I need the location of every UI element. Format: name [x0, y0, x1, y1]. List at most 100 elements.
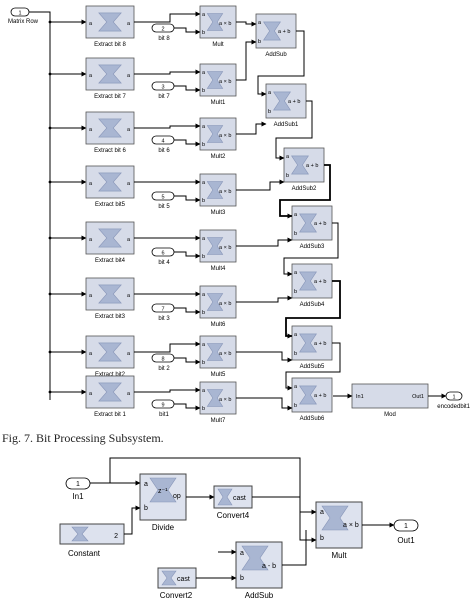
xilinx-logo-icon [206, 293, 224, 311]
mult-to-addsub-wire [236, 21, 257, 27]
addsub-output-wire [282, 530, 307, 566]
xilinx-logo-icon [98, 172, 122, 192]
extract-port-a: a [89, 73, 93, 79]
mult-port-a: a [202, 70, 206, 76]
constant-number: 6 [161, 250, 164, 256]
mult-op: a × b [343, 522, 359, 529]
mod-block[interactable]: In1 Out1 Mod [351, 383, 429, 418]
constant-label: bit 8 [158, 36, 170, 42]
convert4-label: Convert4 [217, 511, 250, 520]
extract-port-out: a [127, 21, 131, 27]
addsub-chain-wire [279, 164, 331, 219]
xilinx-logo-icon [273, 91, 291, 111]
addsub-block-fig8[interactable]: a b a - b AddSub [235, 541, 283, 600]
in1-label: In1 [72, 492, 84, 501]
addsub-port-a: a [258, 20, 262, 26]
mult-port-a: a [202, 292, 206, 298]
addsub-op: a - b [262, 563, 276, 570]
extract-to-mult-wire [134, 123, 201, 129]
mult-label: Mult3 [211, 210, 226, 216]
extract-port-a: a [89, 351, 93, 357]
convert4-to-mult-b-wire [252, 496, 317, 543]
extract-label: Extract bit5 [95, 202, 126, 208]
addsub-label: AddSub5 [300, 364, 325, 370]
mult-label: Mult6 [211, 322, 226, 328]
mult-op: a × b [219, 397, 231, 403]
convert2-block[interactable]: cast Convert2 [157, 567, 197, 600]
encoded-output-port[interactable]: 1 encodedbit1 [437, 391, 471, 410]
mult-port-b: b [202, 88, 205, 94]
out1-number: 1 [404, 523, 408, 530]
extract-label: Extract bit 7 [94, 94, 126, 100]
constant-number: 4 [161, 138, 164, 144]
divide-port-b: b [144, 505, 148, 512]
convert4-block[interactable]: cast Convert4 [213, 485, 253, 520]
xilinx-logo-icon [206, 13, 224, 31]
addsub-label: AddSub3 [300, 244, 325, 250]
out1-label: Out1 [397, 536, 415, 545]
in1-port[interactable]: 1 In1 [65, 477, 91, 501]
mult-port-a: a [202, 180, 206, 186]
constant-value: 2 [114, 533, 118, 540]
addsub-port-b: b [240, 575, 244, 582]
mult-label: Mult [331, 551, 347, 560]
mult-op: a × b [219, 133, 231, 139]
in1-number: 1 [76, 481, 80, 488]
constant-block[interactable]: 2 Constant [59, 523, 125, 558]
divide-block[interactable]: a b op z⁻¹ Divide [139, 473, 187, 532]
matrix-row-input-port[interactable]: 1 Matrix Row [8, 7, 39, 25]
constant-number: 9 [161, 402, 164, 408]
mult-to-addsub-wire [236, 179, 285, 191]
mult-port-b: b [202, 142, 205, 148]
mod-in-port: In1 [356, 394, 364, 400]
addsub-chain-wire [283, 222, 339, 277]
addsub-port-b: b [294, 231, 297, 237]
extract-label: Extract bit3 [95, 314, 126, 320]
constant-label: bit1 [159, 412, 169, 418]
extract-port-out: a [127, 237, 131, 243]
out1-port[interactable]: 1 Out1 [393, 519, 419, 545]
constant-port[interactable]: 9 bit1 [151, 399, 175, 418]
addsub-port-b: b [294, 289, 297, 295]
extract-label: Extract bit 8 [94, 42, 126, 48]
mult-op: a × b [219, 21, 231, 27]
mult-block-fig8[interactable]: a b a × b Mult [315, 501, 363, 560]
convert2-inner: cast [177, 576, 190, 583]
extract-port-out: a [127, 181, 131, 187]
mult-op: a × b [219, 351, 231, 357]
xilinx-logo-icon [299, 213, 317, 233]
xilinx-logo-icon [206, 237, 224, 255]
mult-label: Mult4 [211, 266, 226, 272]
